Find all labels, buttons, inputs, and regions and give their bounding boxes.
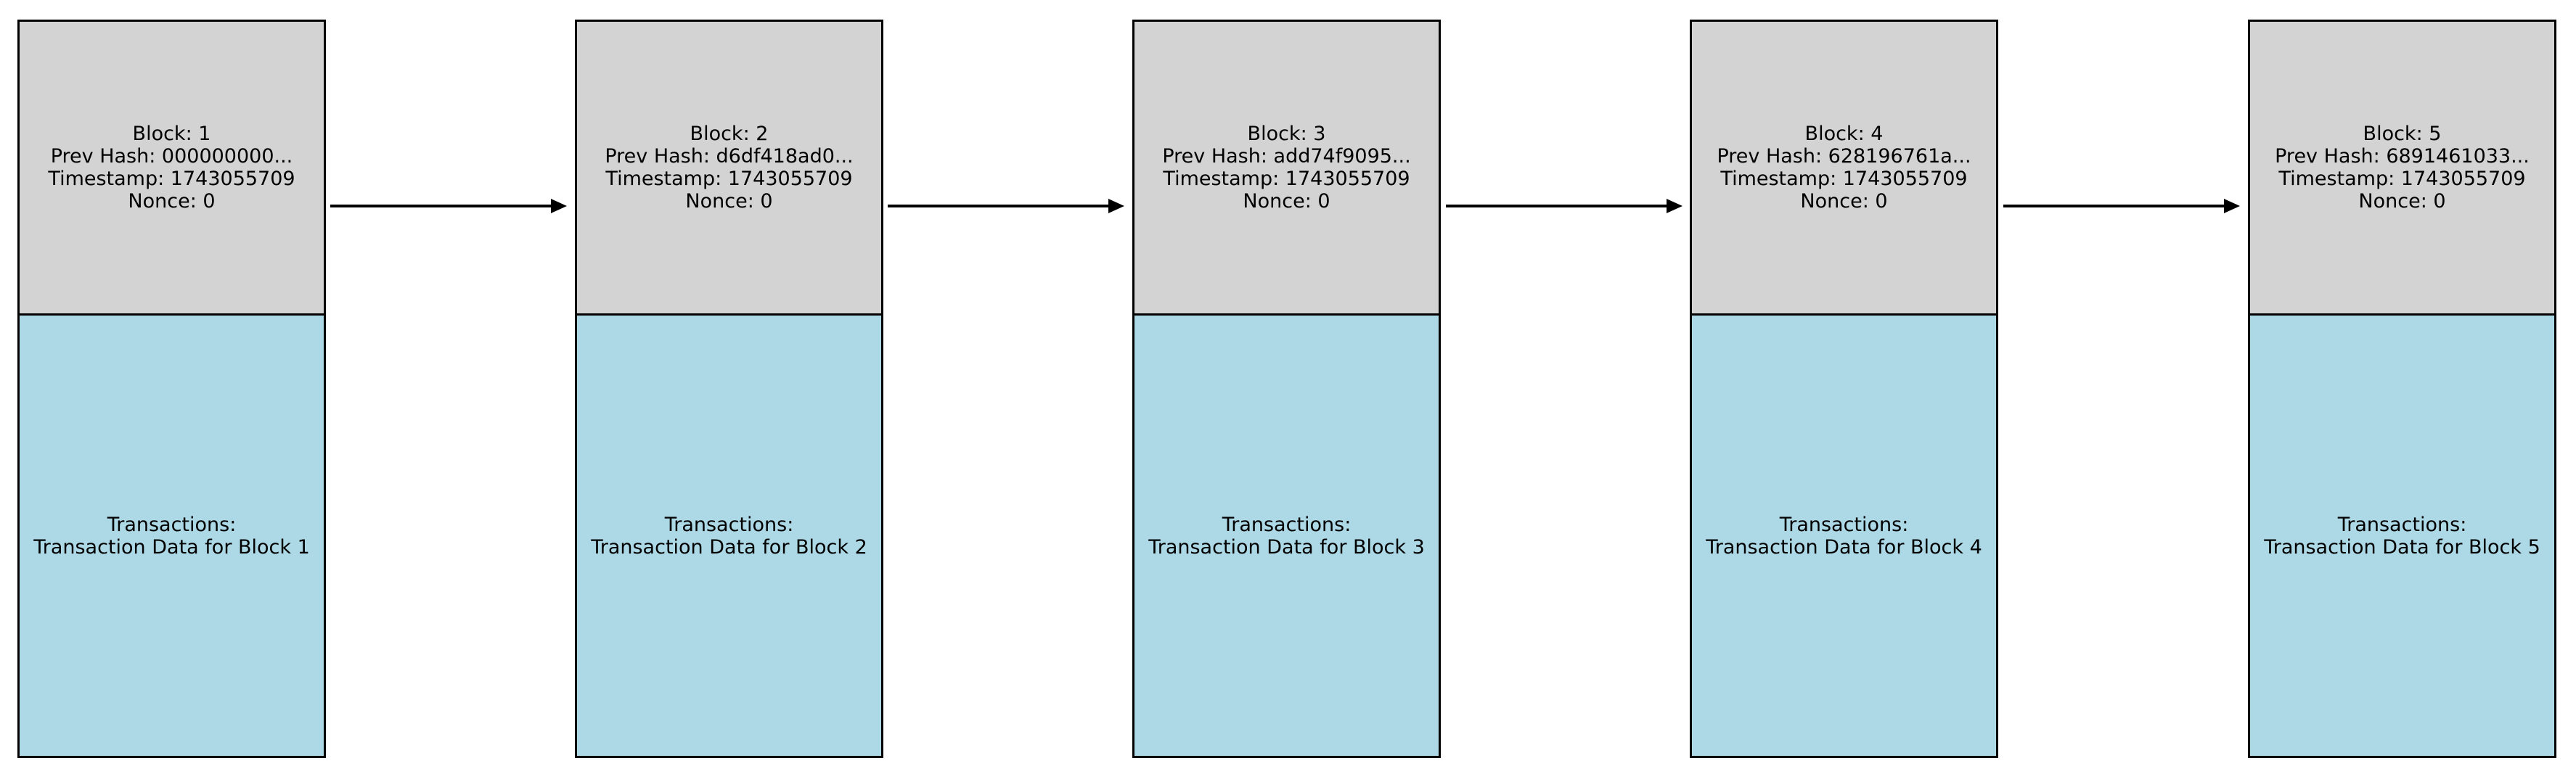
transactions-title: Transactions: — [1222, 513, 1352, 536]
nonce: Nonce: 0 — [128, 190, 216, 213]
block-header: Block: 1 Prev Hash: 000000000... Timesta… — [17, 20, 326, 316]
block-header: Block: 2 Prev Hash: d6df418ad0... Timest… — [575, 20, 883, 316]
timestamp: Timestamp: 1743055709 — [2278, 168, 2526, 190]
nonce: Nonce: 0 — [1800, 190, 1888, 213]
transaction-data: Transaction Data for Block 4 — [1706, 535, 1982, 559]
timestamp: Timestamp: 1743055709 — [1720, 168, 1968, 190]
block-transactions: Transactions: Transaction Data for Block… — [1132, 313, 1441, 758]
nonce: Nonce: 0 — [685, 190, 773, 213]
transactions-title: Transactions: — [1779, 513, 1909, 536]
transaction-data: Transaction Data for Block 1 — [33, 535, 310, 559]
nonce: Nonce: 0 — [1243, 190, 1330, 213]
block-3: Block: 3 Prev Hash: add74f9095... Timest… — [1132, 20, 1441, 758]
arrow-2-to-3 — [888, 199, 1124, 213]
transactions-title: Transactions: — [107, 513, 237, 536]
transaction-data: Transaction Data for Block 3 — [1148, 535, 1425, 559]
prev-hash: Prev Hash: 628196761a... — [1717, 145, 1971, 168]
nonce: Nonce: 0 — [2358, 190, 2446, 213]
block-number: Block: 3 — [1247, 123, 1326, 145]
prev-hash: Prev Hash: 000000000... — [50, 145, 293, 168]
transaction-data: Transaction Data for Block 2 — [591, 535, 867, 559]
block-header: Block: 3 Prev Hash: add74f9095... Timest… — [1132, 20, 1441, 316]
arrow-4-to-5 — [2003, 199, 2240, 213]
block-header: Block: 5 Prev Hash: 6891461033... Timest… — [2248, 20, 2556, 316]
transactions-title: Transactions: — [2337, 513, 2467, 536]
block-number: Block: 2 — [690, 123, 769, 145]
block-header: Block: 4 Prev Hash: 628196761a... Timest… — [1690, 20, 1998, 316]
arrow-3-to-4 — [1446, 199, 1682, 213]
block-5: Block: 5 Prev Hash: 6891461033... Timest… — [2248, 20, 2556, 758]
block-transactions: Transactions: Transaction Data for Block… — [1690, 313, 1998, 758]
block-transactions: Transactions: Transaction Data for Block… — [575, 313, 883, 758]
block-number: Block: 4 — [1804, 123, 1884, 145]
block-number: Block: 1 — [132, 123, 211, 145]
block-4: Block: 4 Prev Hash: 628196761a... Timest… — [1690, 20, 1998, 758]
block-2: Block: 2 Prev Hash: d6df418ad0... Timest… — [575, 20, 883, 758]
transactions-title: Transactions: — [664, 513, 794, 536]
timestamp: Timestamp: 1743055709 — [1163, 168, 1410, 190]
transaction-data: Transaction Data for Block 5 — [2264, 535, 2540, 559]
timestamp: Timestamp: 1743055709 — [605, 168, 853, 190]
block-number: Block: 5 — [2363, 123, 2442, 145]
block-transactions: Transactions: Transaction Data for Block… — [2248, 313, 2556, 758]
block-transactions: Transactions: Transaction Data for Block… — [17, 313, 326, 758]
prev-hash: Prev Hash: add74f9095... — [1162, 145, 1411, 168]
arrow-1-to-2 — [330, 199, 567, 213]
timestamp: Timestamp: 1743055709 — [48, 168, 295, 190]
prev-hash: Prev Hash: 6891461033... — [2275, 145, 2530, 168]
block-1: Block: 1 Prev Hash: 000000000... Timesta… — [17, 20, 326, 758]
prev-hash: Prev Hash: d6df418ad0... — [605, 145, 854, 168]
